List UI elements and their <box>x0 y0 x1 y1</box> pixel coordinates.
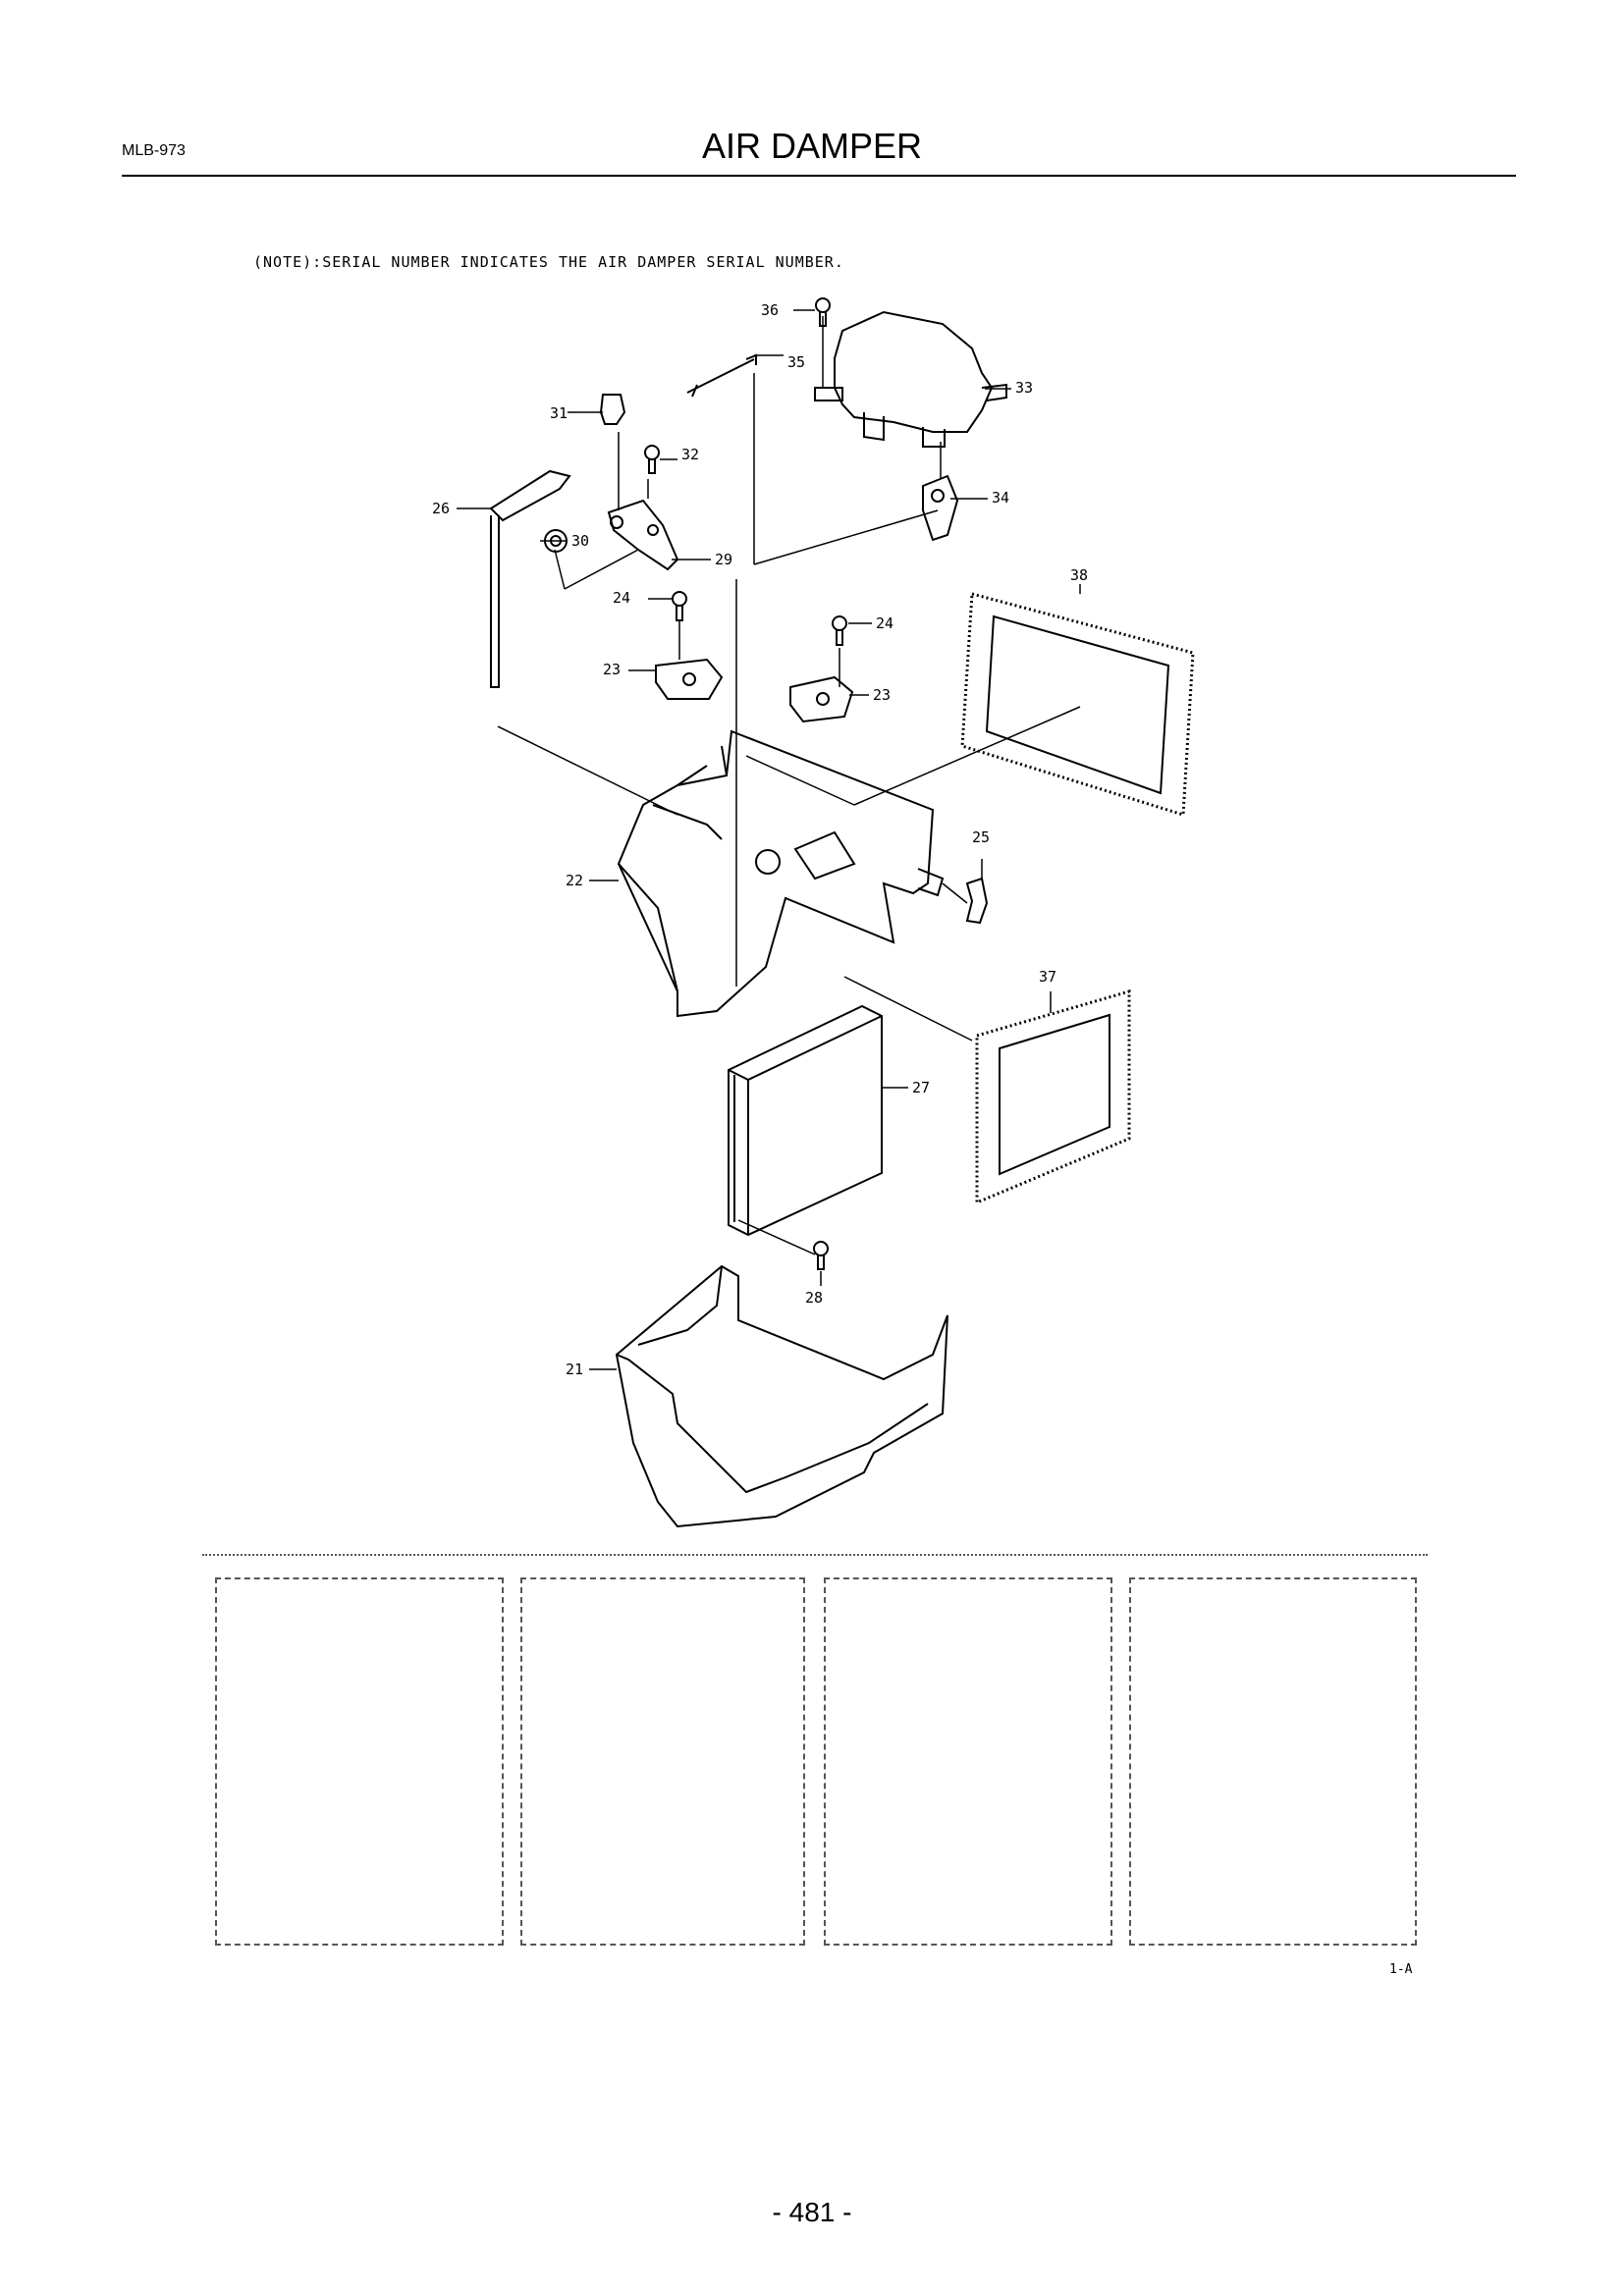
part-label-21: 21 <box>566 1361 583 1378</box>
header-rule <box>122 175 1516 177</box>
serial-box-4 <box>1129 1577 1417 1946</box>
part-31-clip <box>599 394 626 425</box>
part-label-23-left: 23 <box>603 661 621 678</box>
part-29-bracket <box>607 499 679 571</box>
part-label-37: 37 <box>1039 968 1056 986</box>
exploded-parts-diagram: 36 35 33 31 32 26 30 29 34 38 24 24 23 2… <box>432 297 1195 1528</box>
note-text: (NOTE):SERIAL NUMBER INDICATES THE AIR D… <box>253 253 844 271</box>
part-38-gasket <box>960 592 1195 818</box>
page-title: AIR DAMPER <box>701 126 923 166</box>
part-24-screw-left <box>672 591 687 621</box>
part-23-bracket-right <box>789 675 854 723</box>
part-35-rod <box>686 353 757 398</box>
part-37-gasket <box>975 989 1131 1205</box>
part-33-actuator <box>814 310 1007 448</box>
serial-box-3 <box>824 1577 1112 1946</box>
part-label-30: 30 <box>571 532 589 550</box>
part-label-24-left: 24 <box>613 589 630 607</box>
page-number: - 481 - <box>772 2197 852 2227</box>
part-32-screw <box>644 445 660 474</box>
part-21-lower-case <box>615 1264 948 1528</box>
part-label-24-right: 24 <box>876 614 893 632</box>
part-label-36: 36 <box>761 301 779 319</box>
part-label-23-right: 23 <box>873 686 891 704</box>
part-label-27: 27 <box>912 1079 930 1096</box>
part-label-32: 32 <box>681 446 699 463</box>
part-label-29: 29 <box>715 551 732 568</box>
part-34-arm <box>922 474 959 542</box>
part-label-35: 35 <box>787 353 805 371</box>
page-code: 1-A <box>1389 1962 1413 1977</box>
part-25-clip <box>965 877 989 925</box>
part-22-housing <box>617 729 945 1018</box>
document-code: MLB-973 <box>122 142 186 159</box>
part-label-31: 31 <box>550 404 568 422</box>
part-label-26: 26 <box>432 500 450 517</box>
part-label-25: 25 <box>972 828 990 846</box>
part-label-28: 28 <box>805 1289 823 1307</box>
part-24-screw-right <box>832 615 847 646</box>
serial-box-1 <box>215 1577 504 1946</box>
part-label-22: 22 <box>566 872 583 889</box>
section-separator <box>202 1554 1428 1556</box>
part-28-screw <box>813 1241 829 1270</box>
leader-lines <box>457 309 1081 1380</box>
part-label-33: 33 <box>1015 379 1033 397</box>
part-27-core <box>728 1004 883 1237</box>
part-label-38: 38 <box>1070 566 1088 584</box>
serial-box-2 <box>520 1577 805 1946</box>
part-26-lever <box>489 469 571 688</box>
part-label-34: 34 <box>992 489 1009 507</box>
part-23-bracket-left <box>655 658 724 700</box>
